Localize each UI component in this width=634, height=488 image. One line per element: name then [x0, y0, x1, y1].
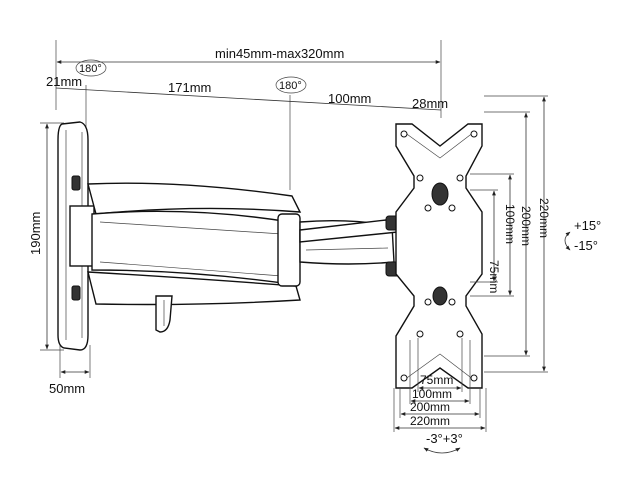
rotate-middle-label: 180° [279, 80, 302, 92]
top-dimensions: min45mm-max320mm 21mm 171mm 100mm 28mm 1… [46, 40, 448, 190]
vesa-100-horizontal-label: 100mm [412, 387, 452, 401]
arm-dimension-line [55, 87, 442, 111]
plate-offset-label: 28mm [412, 96, 448, 111]
vesa-plate [395, 123, 483, 389]
arm-second [277, 213, 403, 287]
vesa-200-horizontal-label: 200mm [410, 400, 450, 414]
swivel-label: -3°+3° [426, 431, 463, 446]
vesa-75-vertical-label: 75mm [487, 260, 501, 293]
vesa-220-vertical-label: 220mm [537, 198, 551, 238]
rotate-wall-label: 180° [79, 63, 102, 75]
vesa-horizontal-dimensions: 75mm 100mm 200mm 220mm [393, 338, 487, 432]
wall-plate [57, 121, 95, 351]
arm-first-label: 171mm [168, 80, 211, 95]
rotate-middle-badge [275, 76, 307, 94]
tilt-up-label: +15° [574, 218, 601, 233]
wall-height-label: 190mm [28, 212, 43, 255]
tilt-down-label: -15° [574, 238, 598, 253]
vesa-100-vertical-label: 100mm [503, 204, 517, 244]
left-dimensions: 190mm 50mm [28, 122, 91, 396]
arm-first [87, 182, 302, 333]
total-extension-label: min45mm-max320mm [215, 46, 344, 61]
vesa-75-horizontal-label: 75mm [420, 373, 453, 387]
vesa-200-vertical-label: 200mm [519, 206, 533, 246]
wall-width-label: 50mm [49, 381, 85, 396]
vesa-220-horizontal-label: 220mm [410, 414, 450, 428]
arm-second-label: 100mm [328, 91, 371, 106]
vesa-vertical-dimensions: 75mm 100mm 200mm 220mm [470, 95, 551, 373]
rotate-wall-badge [75, 59, 107, 77]
swivel-indicator: -3°+3° [423, 431, 463, 454]
wall-offset-label: 21mm [46, 74, 82, 89]
tilt-indicator: +15° -15° [564, 218, 601, 253]
